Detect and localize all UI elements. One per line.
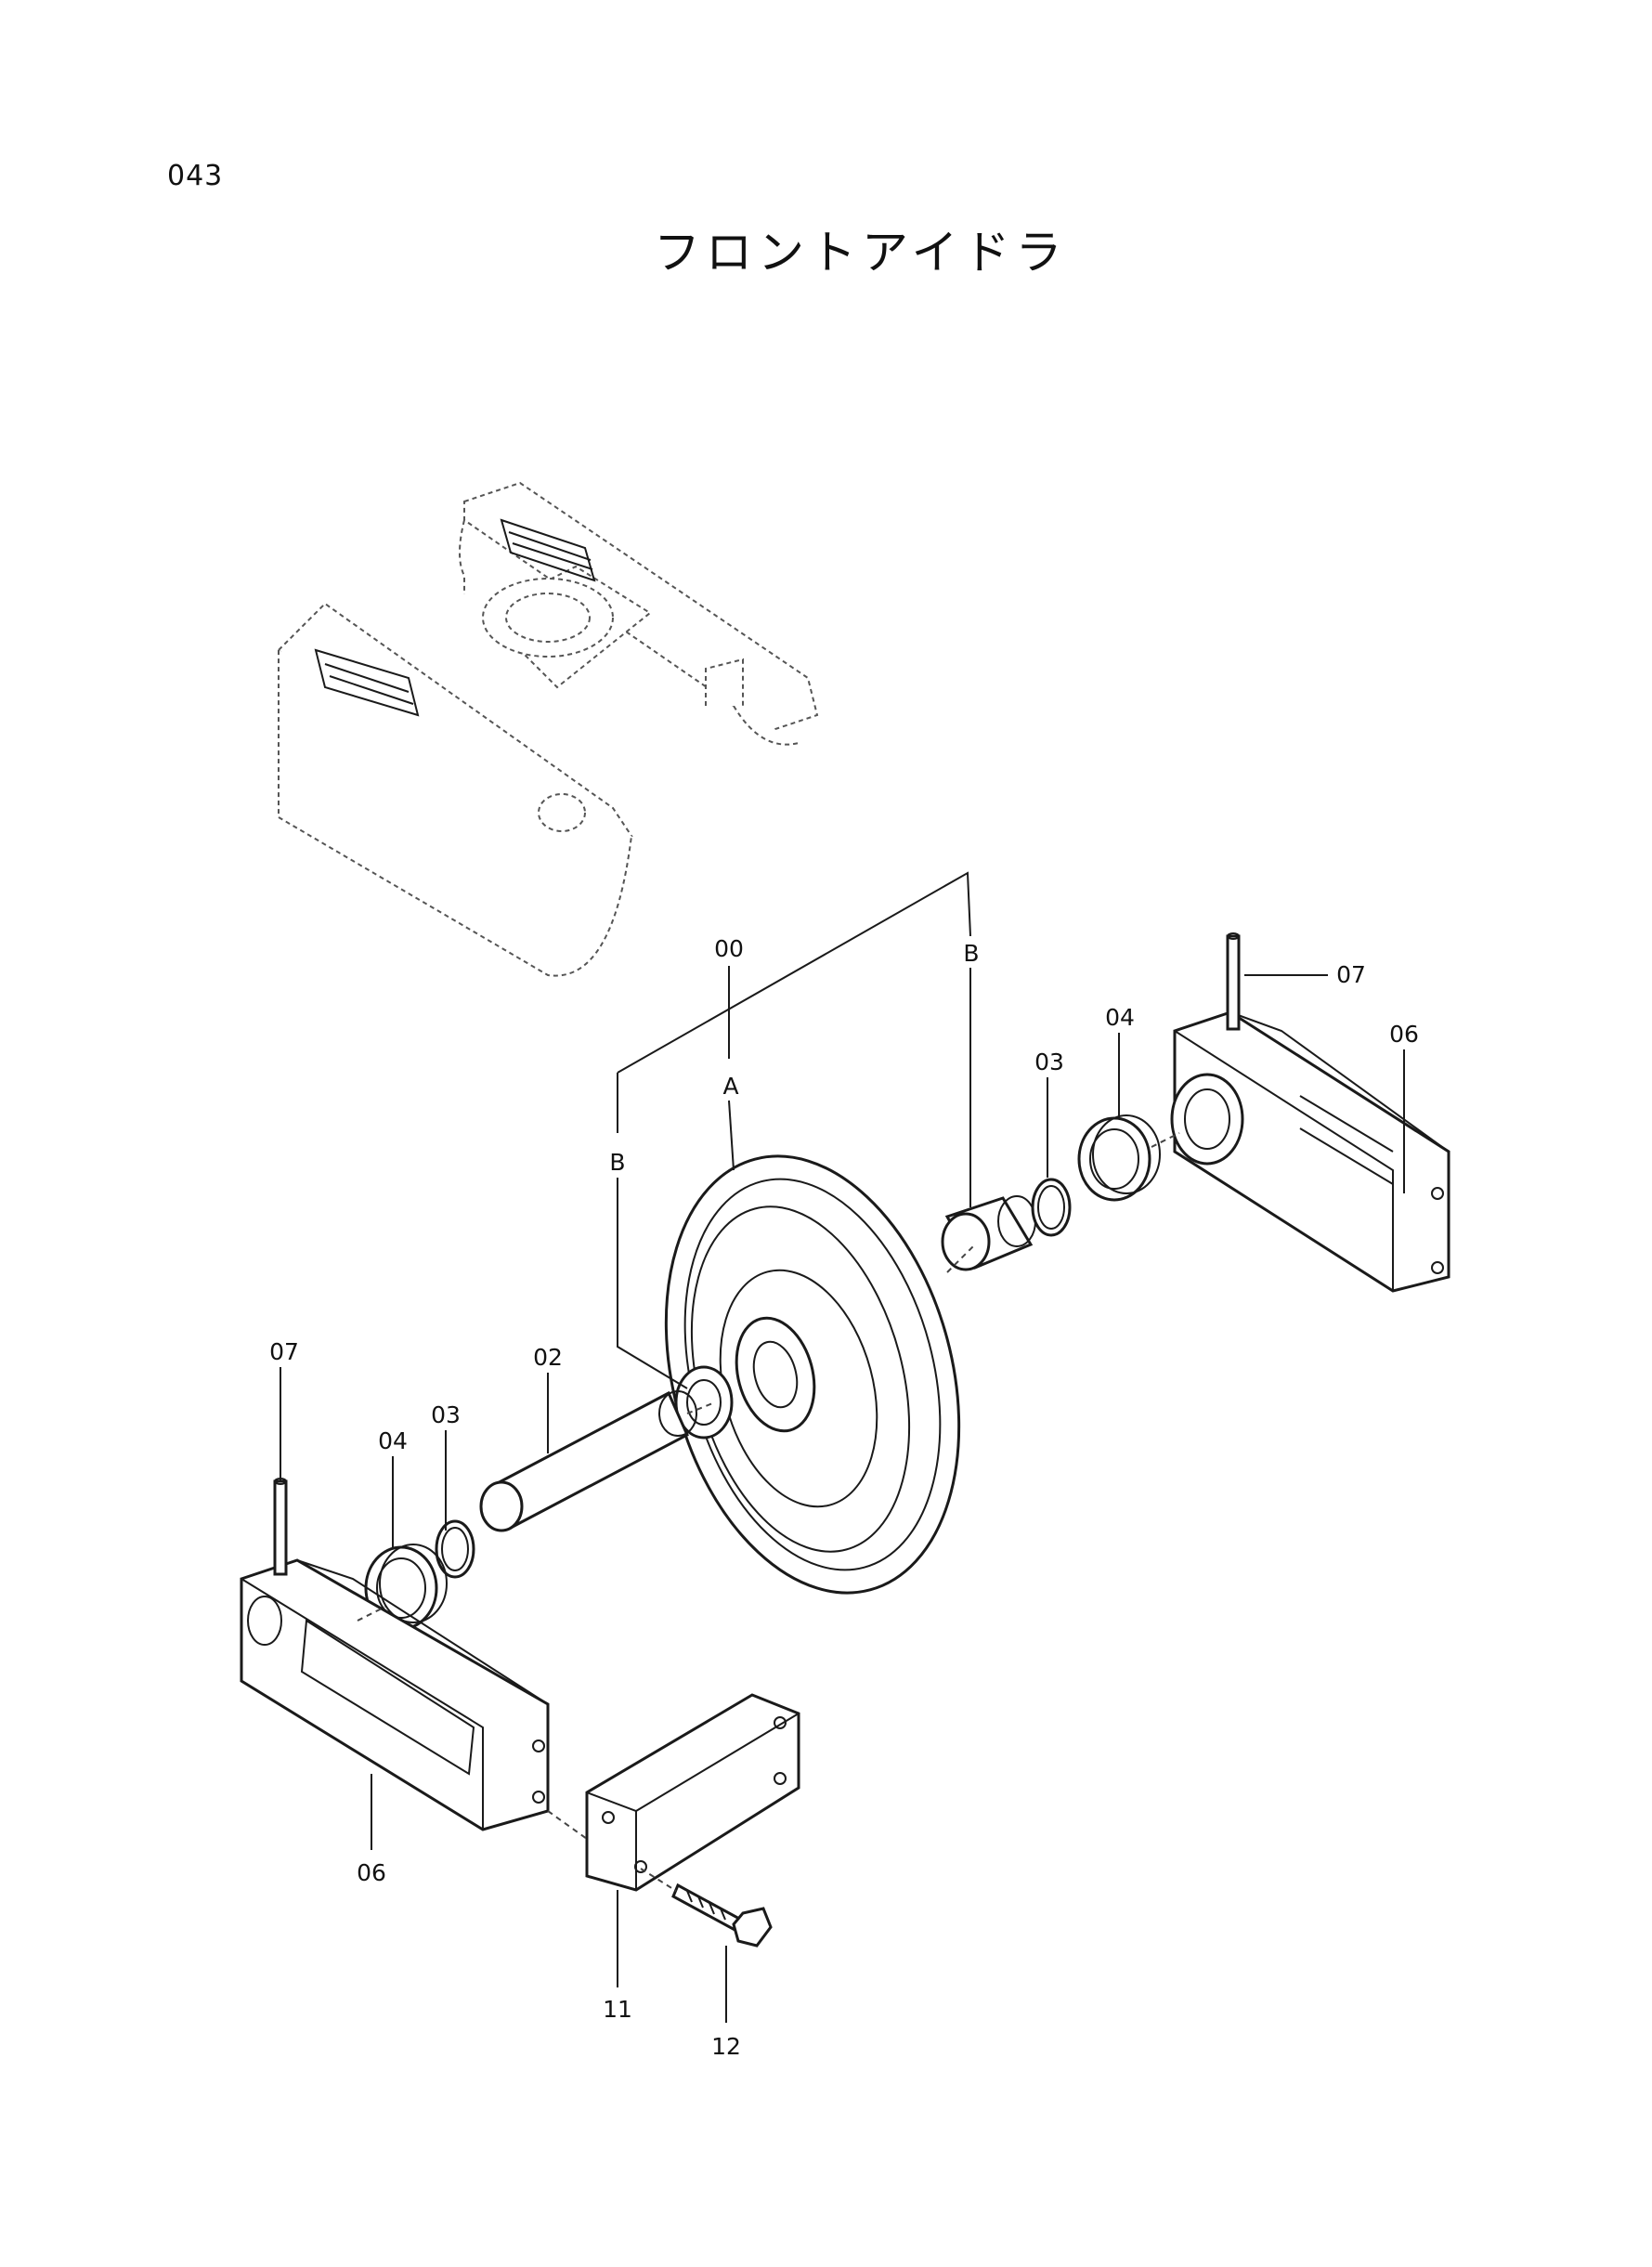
bearing-block-right [1170, 1010, 1450, 1293]
shaft [479, 1390, 716, 1532]
idler-wheel [664, 1154, 961, 1595]
callout-b-upper: B [963, 940, 979, 967]
guard-plate [585, 1693, 800, 1892]
track-frame-overview [277, 481, 819, 977]
pin-right [1226, 932, 1241, 1031]
bolt [640, 1868, 773, 1948]
bushing-right [941, 1195, 1036, 1271]
callout-12: 12 [711, 2033, 741, 2060]
bushing-left [674, 1365, 734, 1440]
callout-a: A [722, 1073, 738, 1100]
page-title: フロントアイドラ [654, 226, 1068, 280]
callout-04-left: 04 [378, 1427, 408, 1454]
pin-left [273, 1478, 288, 1576]
page-number: 043 [167, 160, 224, 192]
callout-03-left: 03 [431, 1401, 461, 1428]
callout-03-right: 03 [1034, 1049, 1064, 1075]
callout-04-right: 04 [1105, 1004, 1135, 1031]
callout-06-left: 06 [357, 1859, 386, 1886]
callout-00: 00 [714, 935, 744, 962]
frame-idler-right [500, 518, 596, 582]
callout-11: 11 [603, 1996, 632, 2023]
seal-group-right [1077, 1114, 1161, 1202]
bearing-block-left [240, 1558, 550, 1831]
leader-lines [280, 871, 1405, 2023]
frame-idler-left [314, 648, 420, 717]
callout-02: 02 [533, 1344, 563, 1371]
callout-06-right: 06 [1389, 1021, 1419, 1048]
callout-07-right: 07 [1336, 961, 1366, 988]
callout-07-left: 07 [269, 1338, 299, 1365]
callout-b-left: B [609, 1149, 625, 1176]
